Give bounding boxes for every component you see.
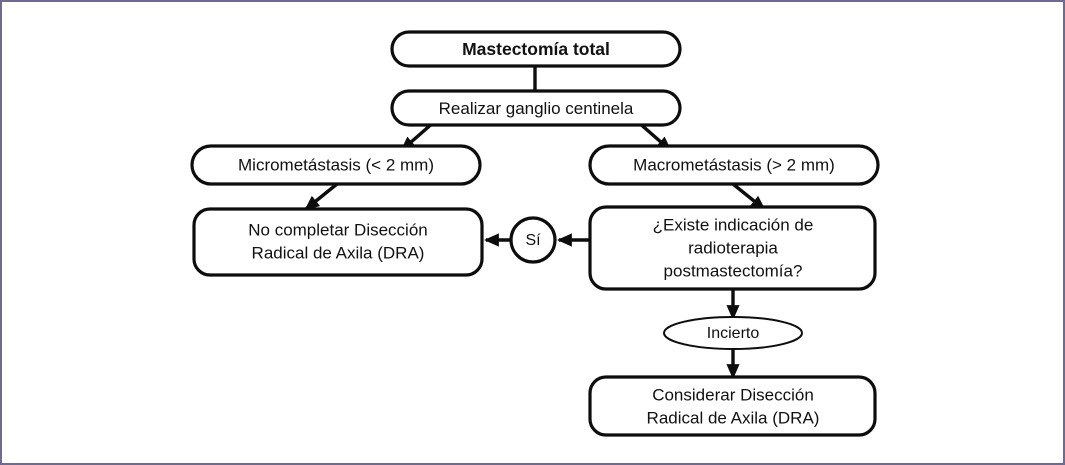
node-macrometastasis[interactable]: Macrometástasis (> 2 mm) bbox=[588, 144, 880, 186]
node-decision-radioterapia-line3: postmastectomía? bbox=[664, 261, 803, 280]
node-decision-radioterapia-line1: ¿Existe indicación de bbox=[653, 215, 814, 234]
node-incierto[interactable]: Incierto bbox=[663, 316, 803, 350]
node-decision-radioterapia[interactable]: ¿Existe indicación de radioterapia postm… bbox=[588, 205, 877, 291]
node-decision-radioterapia-line2: radioterapia bbox=[688, 238, 778, 257]
node-micrometastasis[interactable]: Micrometástasis (< 2 mm) bbox=[190, 144, 482, 186]
node-si-label: Sí bbox=[525, 232, 541, 249]
node-micrometastasis-label: Micrometástasis (< 2 mm) bbox=[238, 155, 434, 174]
node-realizar-ganglio-centinela[interactable]: Realizar ganglio centinela bbox=[390, 89, 682, 127]
node-considerar-dra[interactable]: Considerar Disección Radical de Axila (D… bbox=[588, 375, 877, 437]
node-considerar-dra-line1: Considerar Disección bbox=[652, 385, 814, 404]
node-realizar-ganglio-centinela-label: Realizar ganglio centinela bbox=[439, 99, 634, 118]
node-si-circle[interactable]: Sí bbox=[509, 216, 557, 264]
node-no-completar-dra[interactable]: No completar Disección Radical de Axila … bbox=[192, 207, 484, 277]
node-mastectomia-total-label: Mastectomía total bbox=[462, 39, 610, 59]
node-considerar-dra-line2: Radical de Axila (DRA) bbox=[647, 408, 820, 427]
node-mastectomia-total[interactable]: Mastectomía total bbox=[390, 30, 682, 68]
node-macrometastasis-label: Macrometástasis (> 2 mm) bbox=[633, 155, 835, 174]
edge-micro-to-no-dra bbox=[304, 182, 339, 211]
node-no-completar-dra-line1: No completar Disección bbox=[248, 220, 428, 239]
edge-macro-to-decision bbox=[731, 182, 766, 211]
node-incierto-label: Incierto bbox=[707, 325, 760, 342]
node-no-completar-dra-line2: Radical de Axila (DRA) bbox=[252, 243, 425, 262]
